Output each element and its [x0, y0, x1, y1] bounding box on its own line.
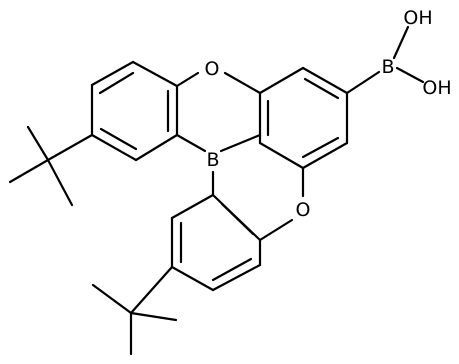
oxygen-bottom-label: O: [296, 199, 311, 221]
bond: [129, 265, 174, 315]
bond: [175, 133, 207, 153]
bond: [395, 66, 425, 84]
bond: [392, 25, 410, 60]
bond: [345, 70, 381, 95]
bond: [301, 136, 340, 159]
bond: [129, 311, 178, 322]
bond: [46, 158, 74, 207]
bond: [258, 66, 305, 95]
bond: [46, 133, 94, 162]
bond-set: [8, 25, 425, 356]
bond: [134, 133, 179, 162]
bond: [175, 71, 200, 88]
bond: [258, 141, 305, 170]
hydroxyl-upper-label: OH: [403, 7, 432, 29]
bond: [90, 133, 138, 162]
bond: [8, 158, 50, 184]
bond: [26, 125, 50, 162]
atom-labels: O B O B OH OH: [205, 7, 452, 221]
bond: [220, 202, 255, 236]
bond: [219, 133, 262, 153]
bond: [258, 218, 294, 242]
boron-core-label: B: [206, 149, 219, 171]
bond: [223, 71, 262, 95]
bond: [170, 193, 215, 220]
bond: [211, 257, 253, 282]
bond: [99, 127, 138, 151]
hydroxyl-lower-label: OH: [422, 77, 451, 99]
bond: [131, 60, 179, 88]
bond: [90, 60, 135, 87]
bond: [301, 66, 349, 95]
oxygen-top-label: O: [205, 58, 220, 80]
bond: [91, 283, 133, 315]
bond: [211, 263, 262, 292]
bond: [170, 265, 215, 292]
boron-acid-label: B: [381, 56, 394, 78]
bond: [301, 141, 349, 170]
bond: [303, 77, 340, 100]
bond: [98, 71, 135, 95]
